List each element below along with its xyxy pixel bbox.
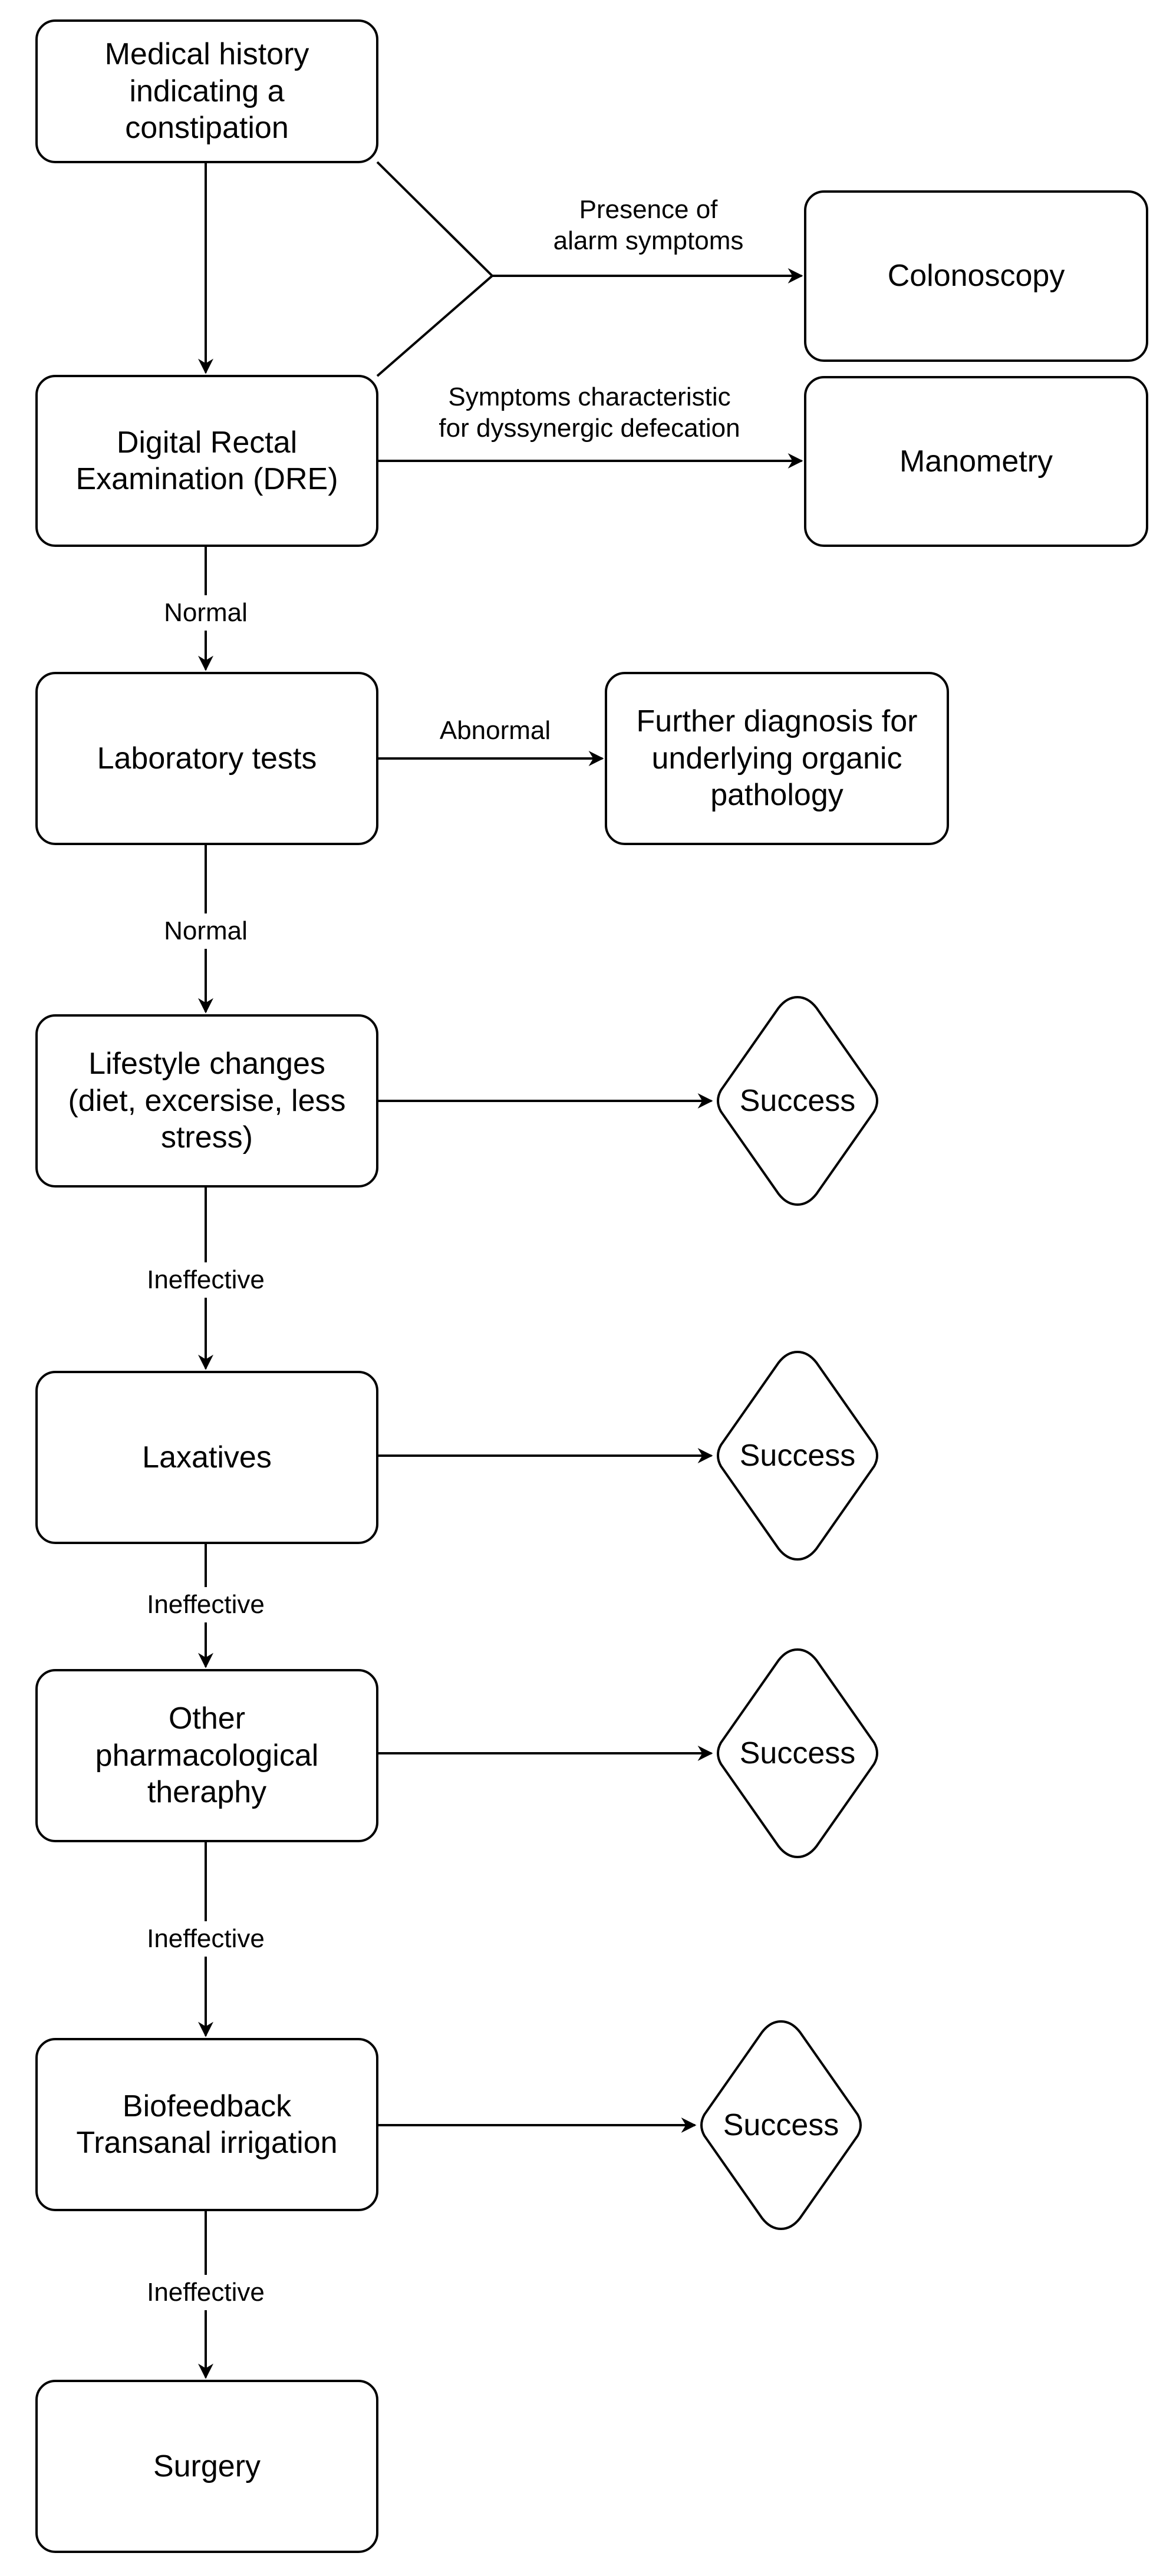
colonoscopy-box [804,190,1148,362]
dre-box [35,375,378,547]
manometry-box [804,376,1148,547]
success-diamond-1 [717,995,878,1206]
biofeedback-box [35,2038,378,2211]
success-diamond-3 [717,1648,878,1859]
lifestyle-box [35,1014,378,1188]
lab-tests-box [35,672,378,845]
laxatives-box [35,1371,378,1544]
success-diamond-2 [717,1350,878,1561]
medical-history-box [35,19,378,163]
surgery-box [35,2380,378,2553]
success-diamond-4 [700,2020,862,2231]
alarm-branch-connector [376,161,494,377]
further-diagnosis-box [605,672,949,845]
other-pharma-box [35,1669,378,1842]
